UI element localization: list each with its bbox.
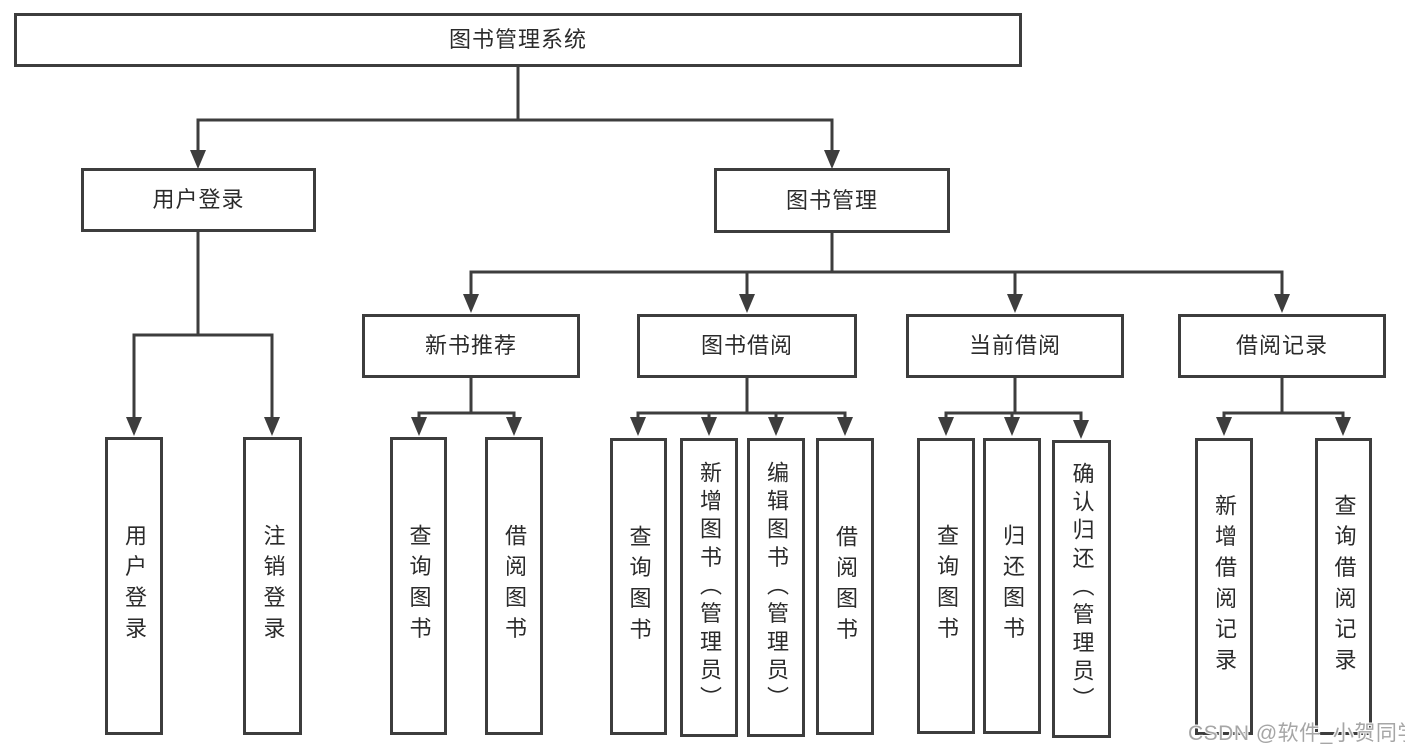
leaf-newbooks-borrow-label: 借阅图书: [502, 524, 527, 648]
node-borrow-records: 借阅记录: [1178, 314, 1386, 378]
current-borrow-connectors: [938, 378, 1089, 439]
leaf-logout: 注销登录: [243, 437, 302, 735]
leaf-borrow-edit-admin-label: 编辑图书（管理员）: [764, 460, 789, 715]
leaf-newbooks-query: 查询图书: [390, 437, 447, 735]
node-book-borrow: 图书借阅: [637, 314, 857, 378]
book-borrow-connectors: [630, 378, 853, 436]
leaf-current-query: 查询图书: [917, 438, 975, 734]
leaf-borrow-book-label: 借阅图书: [833, 524, 858, 649]
leaf-newbooks-borrow: 借阅图书: [485, 437, 543, 735]
node-root: 图书管理系统: [14, 13, 1022, 67]
leaf-current-return-label: 归还图书: [1000, 524, 1025, 648]
leaf-current-return: 归还图书: [983, 438, 1041, 734]
leaf-current-query-label: 查询图书: [934, 524, 959, 648]
node-current-borrow: 当前借阅: [906, 314, 1124, 378]
node-user-login: 用户登录: [81, 168, 316, 232]
leaf-records-query: 查询借阅记录: [1315, 438, 1372, 735]
book-mgmt-connectors: [463, 233, 1290, 313]
node-new-books: 新书推荐: [362, 314, 580, 378]
new-books-connectors: [411, 378, 522, 436]
user-login-connectors: [126, 232, 280, 436]
leaf-current-confirm-admin-label: 确认归还（管理员）: [1069, 462, 1095, 716]
leaf-logout-label: 注销登录: [260, 524, 286, 648]
leaf-records-query-label: 查询借阅记录: [1331, 494, 1357, 679]
csdn-watermark: CSDN @软件_小贺同学: [1188, 722, 1405, 745]
leaf-borrow-query-label: 查询图书: [626, 524, 652, 649]
node-root-label: 图书管理系统: [448, 27, 587, 52]
leaf-borrow-query: 查询图书: [610, 438, 667, 735]
root-connectors: [190, 67, 840, 169]
leaf-records-add: 新增借阅记录: [1195, 438, 1253, 735]
leaf-user-login-label: 用户登录: [122, 524, 147, 648]
leaf-borrow-book: 借阅图书: [816, 438, 874, 735]
leaf-current-confirm-admin: 确认归还（管理员）: [1052, 440, 1111, 738]
node-book-mgmt-label: 图书管理: [785, 187, 878, 213]
node-book-mgmt: 图书管理: [714, 168, 950, 233]
leaf-newbooks-query-label: 查询图书: [406, 524, 432, 648]
node-current-borrow-label: 当前借阅: [968, 333, 1061, 358]
borrow-records-connectors: [1216, 378, 1351, 436]
leaf-borrow-add-admin-label: 新增图书（管理员）: [697, 460, 722, 715]
node-book-borrow-label: 图书借阅: [700, 333, 793, 358]
node-new-books-label: 新书推荐: [424, 333, 517, 358]
leaf-user-login: 用户登录: [105, 437, 163, 735]
node-user-login-label: 用户登录: [152, 187, 245, 212]
leaf-borrow-add-admin: 新增图书（管理员）: [680, 438, 738, 737]
leaf-borrow-edit-admin: 编辑图书（管理员）: [747, 438, 805, 737]
leaf-records-add-label: 新增借阅记录: [1212, 494, 1237, 679]
node-borrow-records-label: 借阅记录: [1235, 333, 1328, 358]
